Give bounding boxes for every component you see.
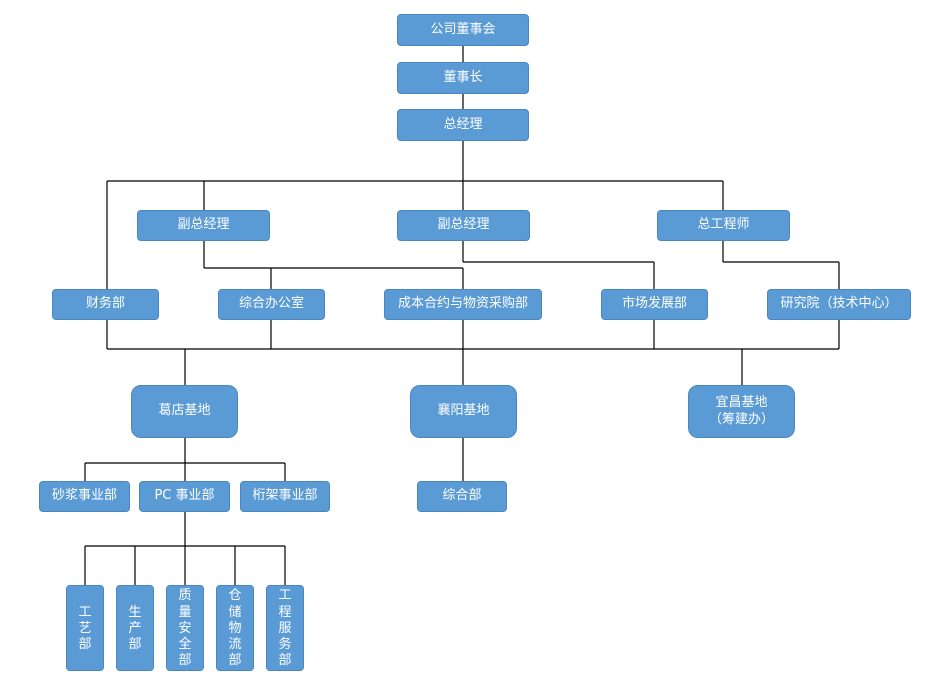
general-office-node: 综合办公室 bbox=[218, 289, 325, 320]
finance-dept-node: 财务部 bbox=[52, 289, 159, 320]
mortar-division-node: 砂浆事业部 bbox=[39, 481, 130, 512]
deputy-gm-1-node: 副总经理 bbox=[137, 210, 270, 241]
engineering-service-dept-node: 工 程 服 务 部 bbox=[266, 585, 304, 671]
deputy-gm-2-node: 副总经理 bbox=[397, 210, 530, 241]
gedian-base-node: 葛店基地 bbox=[131, 385, 238, 438]
general-manager-node: 总经理 bbox=[397, 109, 529, 141]
truss-division-node: 桁架事业部 bbox=[240, 481, 330, 512]
cost-procurement-dept-node: 成本合约与物资采购部 bbox=[384, 289, 542, 320]
chairman-node: 董事长 bbox=[397, 62, 529, 94]
pc-division-node: PC 事业部 bbox=[139, 481, 230, 512]
xiangyang-base-node: 襄阳基地 bbox=[410, 385, 517, 438]
quality-safety-dept-node: 质 量 安 全 部 bbox=[166, 585, 204, 671]
chief-engineer-node: 总工程师 bbox=[657, 210, 790, 241]
logistics-dept-node: 仓 储 物 流 部 bbox=[216, 585, 254, 671]
yichang-base-node: 宜昌基地 （筹建办） bbox=[688, 385, 795, 438]
market-development-dept-node: 市场发展部 bbox=[601, 289, 708, 320]
board-node: 公司董事会 bbox=[397, 14, 529, 46]
process-dept-node: 工 艺 部 bbox=[66, 585, 104, 671]
production-dept-node: 生 产 部 bbox=[116, 585, 154, 671]
xiangyang-general-dept-node: 综合部 bbox=[417, 481, 507, 512]
research-institute-node: 研究院（技术中心） bbox=[767, 289, 911, 320]
